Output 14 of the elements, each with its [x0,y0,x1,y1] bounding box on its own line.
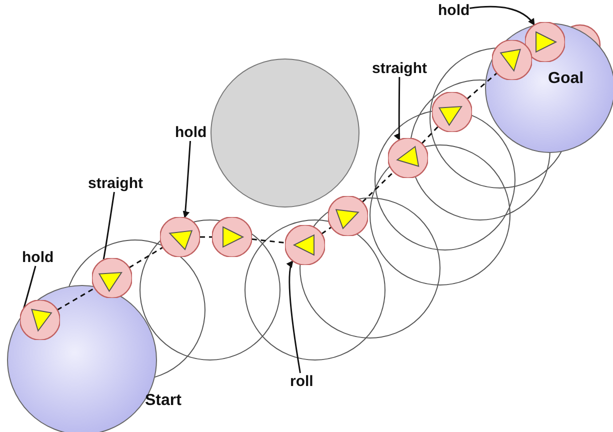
curved-arrow [470,6,535,26]
action-label: hold [175,124,207,141]
action-label: straight [88,175,144,192]
curved-arrow [395,77,402,141]
action-label: straight [372,60,428,77]
curved-arrow [102,192,115,261]
curved-arrow [182,140,192,218]
action-label: hold [22,249,54,266]
action-label: hold [438,2,470,19]
curved-arrow [22,266,36,310]
region-label: Start [145,392,182,410]
action-label: roll [290,373,314,390]
region-label: Goal [548,70,584,88]
curved-arrow [286,260,301,374]
